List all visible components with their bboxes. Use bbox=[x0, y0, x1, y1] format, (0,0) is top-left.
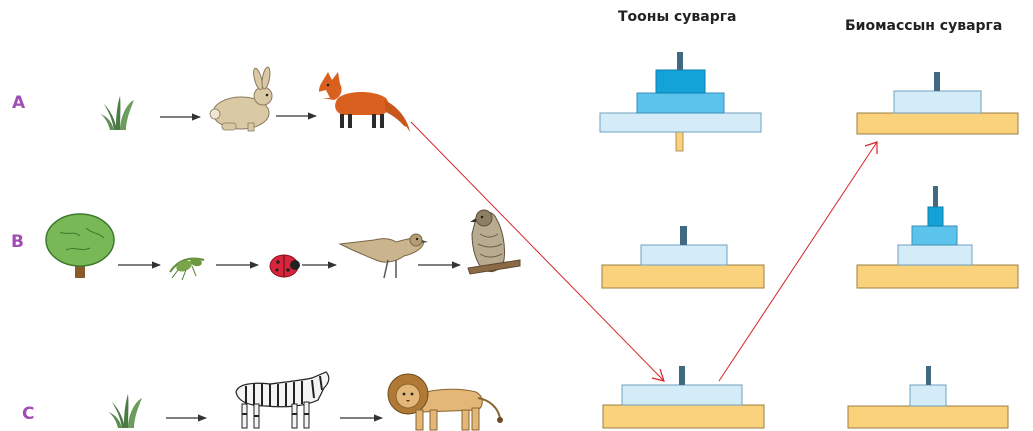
rabbit-icon bbox=[209, 66, 273, 132]
biomass-pyramid-c bbox=[847, 366, 1009, 429]
row-label-c: C bbox=[22, 404, 35, 424]
biomass-pyramid-header: Биомассын суварга bbox=[845, 18, 1003, 34]
ladybug-icon bbox=[269, 254, 300, 278]
biomass-pyramid-b bbox=[856, 186, 1019, 289]
sparrow-icon bbox=[338, 233, 428, 279]
aphid-icon bbox=[169, 257, 205, 281]
answer-arrow-fox-to-numbers bbox=[410, 121, 665, 382]
numbers-pyramid-b bbox=[601, 226, 765, 289]
numbers-pyramid-header: Тооны суварга bbox=[618, 9, 737, 25]
fox-icon bbox=[318, 72, 410, 132]
hawk-icon bbox=[467, 209, 521, 275]
row-label-b: B bbox=[11, 232, 24, 252]
numbers-pyramid-a bbox=[599, 52, 762, 152]
zebra-icon bbox=[235, 371, 330, 429]
grass-icon bbox=[108, 394, 142, 428]
tree-icon bbox=[45, 213, 115, 278]
grass-icon bbox=[100, 96, 134, 130]
numbers-pyramid-c bbox=[602, 366, 765, 429]
row-label-a: A bbox=[12, 93, 26, 113]
biomass-pyramid-a bbox=[856, 72, 1019, 135]
lion-icon bbox=[387, 373, 503, 431]
answer-arrow-numbers-to-biomass bbox=[718, 141, 878, 382]
